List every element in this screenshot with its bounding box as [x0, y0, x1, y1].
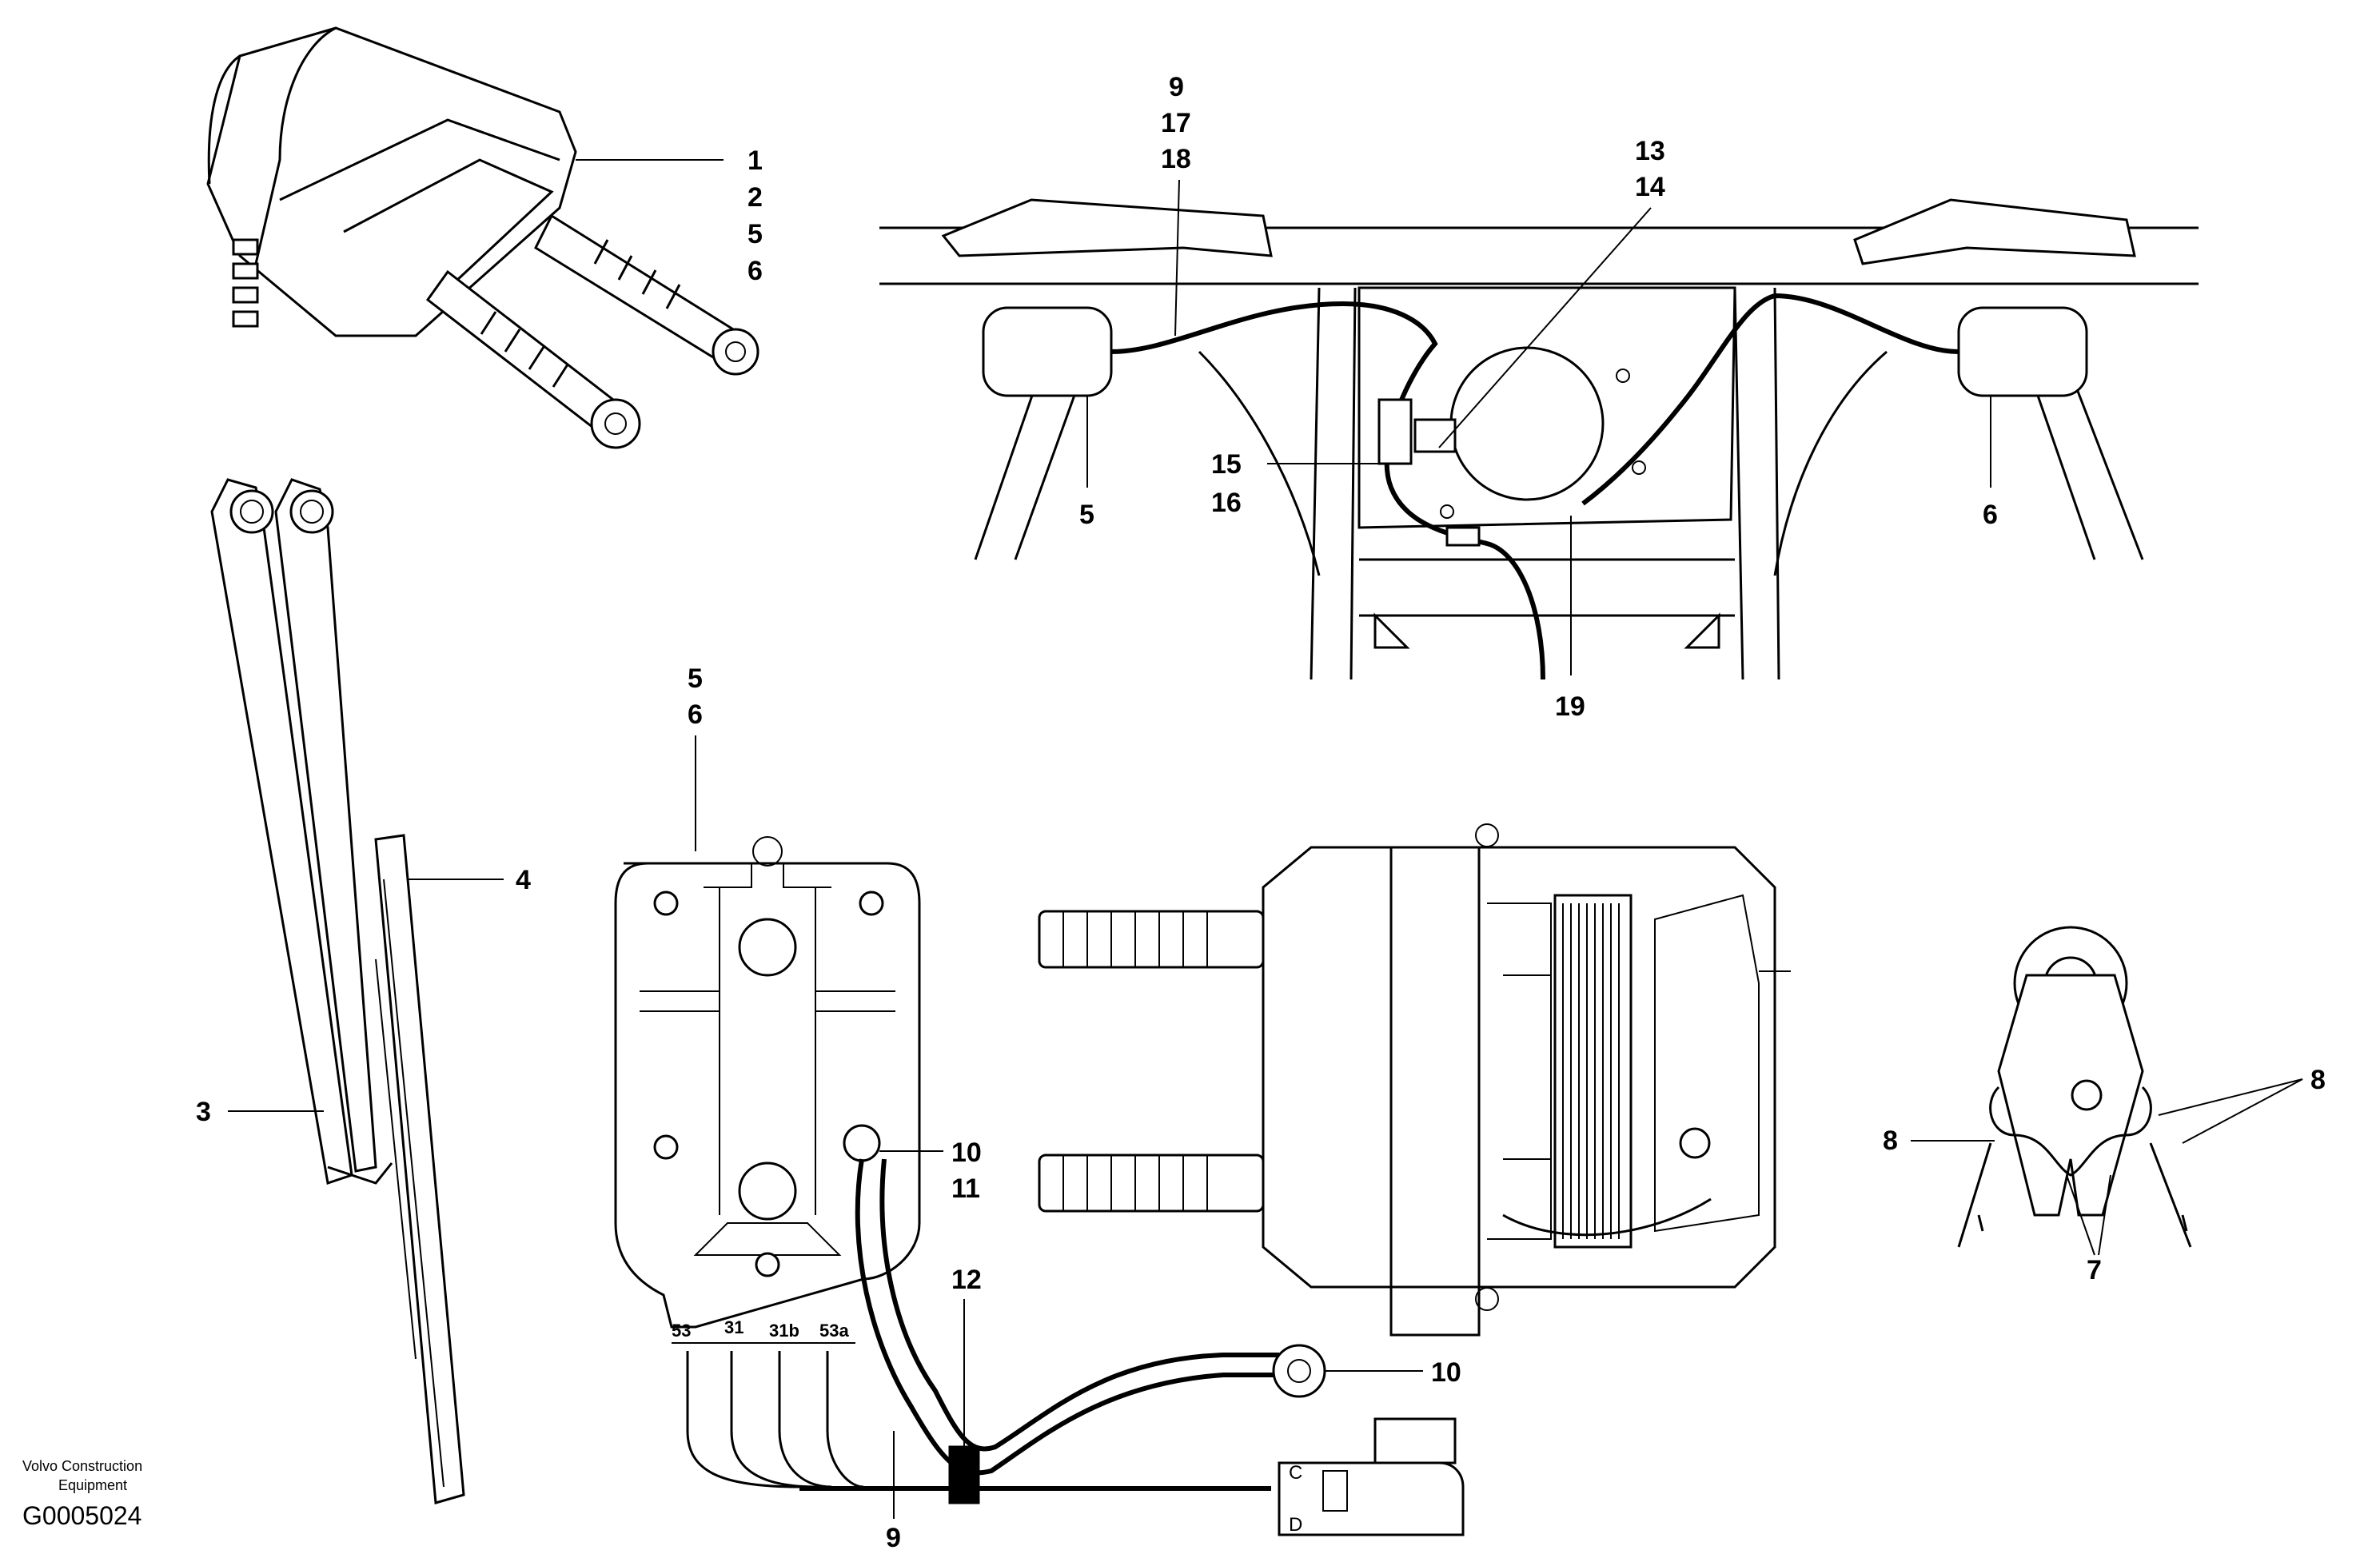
cab-callouts: 9 17 18 13 14 15 16 5 6 19	[1079, 72, 1998, 722]
callout-5: 5	[747, 219, 763, 249]
callout-motor-top: 1 2 5 6	[747, 145, 763, 286]
credit-line-1: Volvo Construction	[22, 1458, 142, 1474]
callout-14: 14	[1635, 172, 1665, 202]
cable-tie	[948, 1445, 980, 1504]
wiper-arm-assembly	[210, 478, 393, 1185]
callout-2: 2	[747, 182, 763, 213]
cover-screw	[653, 891, 884, 1277]
callout-8-left: 8	[1883, 1126, 1898, 1156]
wiper-blade	[374, 834, 465, 1504]
callout-7: 7	[2087, 1255, 2102, 1285]
callout-3: 3	[196, 1097, 211, 1127]
callout-13: 13	[1635, 136, 1665, 166]
callout-9-cable: 9	[886, 1523, 901, 1553]
callout-cab-6: 6	[1983, 500, 1998, 530]
callout-17: 17	[1161, 108, 1191, 138]
callout-8-right: 8	[2310, 1065, 2326, 1095]
callout-15: 15	[1211, 449, 1242, 480]
credit-block: Volvo Construction Equipment G0005024	[22, 1458, 142, 1530]
connector-letter-d: D	[1289, 1514, 1302, 1536]
spring-clip-detail	[1957, 926, 2192, 1248]
motor-shaft-upper	[534, 213, 759, 376]
cab-wiper-motor-left	[982, 306, 1113, 397]
callout-12: 12	[951, 1265, 982, 1295]
ground-lug	[843, 1124, 881, 1162]
spring-callouts: 8 8 7	[1883, 1065, 2326, 1285]
terminal-53a: 53a	[819, 1321, 849, 1341]
ring-terminal	[1272, 1344, 1326, 1398]
motor-cutaway	[1038, 823, 1791, 1337]
callout-16: 16	[1211, 488, 1242, 518]
cab-center-hole	[1449, 346, 1605, 501]
callout-19: 19	[1555, 691, 1585, 722]
motor-cover	[614, 836, 921, 1329]
wiper-motor-assembly	[206, 26, 759, 449]
callout-18: 18	[1161, 144, 1191, 174]
callout-1: 1	[747, 145, 763, 176]
callout-10-cable: 10	[1431, 1357, 1461, 1388]
callout-cab-5: 5	[1079, 500, 1094, 530]
terminal-31: 31	[724, 1317, 744, 1337]
motor-terminal-tabs	[232, 238, 259, 328]
callout-4: 4	[516, 865, 531, 895]
drawing-code: G0005024	[22, 1501, 142, 1530]
credit-line-2: Equipment	[58, 1477, 127, 1493]
terminal-block: 53 31 31b 53a	[672, 1317, 864, 1488]
callout-cover-5: 5	[688, 663, 703, 694]
callout-cover-6: 6	[688, 699, 703, 730]
ground-cable	[799, 1158, 1326, 1504]
callout-10-top: 10	[951, 1138, 982, 1168]
connector-letter-c: C	[1289, 1462, 1302, 1484]
callout-6: 6	[747, 256, 763, 286]
motor-cover-callouts: 5 6 10 11 12 10 9	[688, 663, 1461, 1553]
cab-wiper-motor-right	[1957, 306, 2088, 397]
cable-connector: C D	[1278, 1417, 1465, 1536]
cab-roof-frame	[879, 198, 2199, 680]
callout-9: 9	[1169, 72, 1184, 102]
terminal-31b: 31b	[769, 1321, 799, 1341]
terminal-53: 53	[672, 1321, 691, 1341]
callout-11: 11	[951, 1173, 980, 1204]
motor-shaft-lower	[425, 269, 641, 449]
